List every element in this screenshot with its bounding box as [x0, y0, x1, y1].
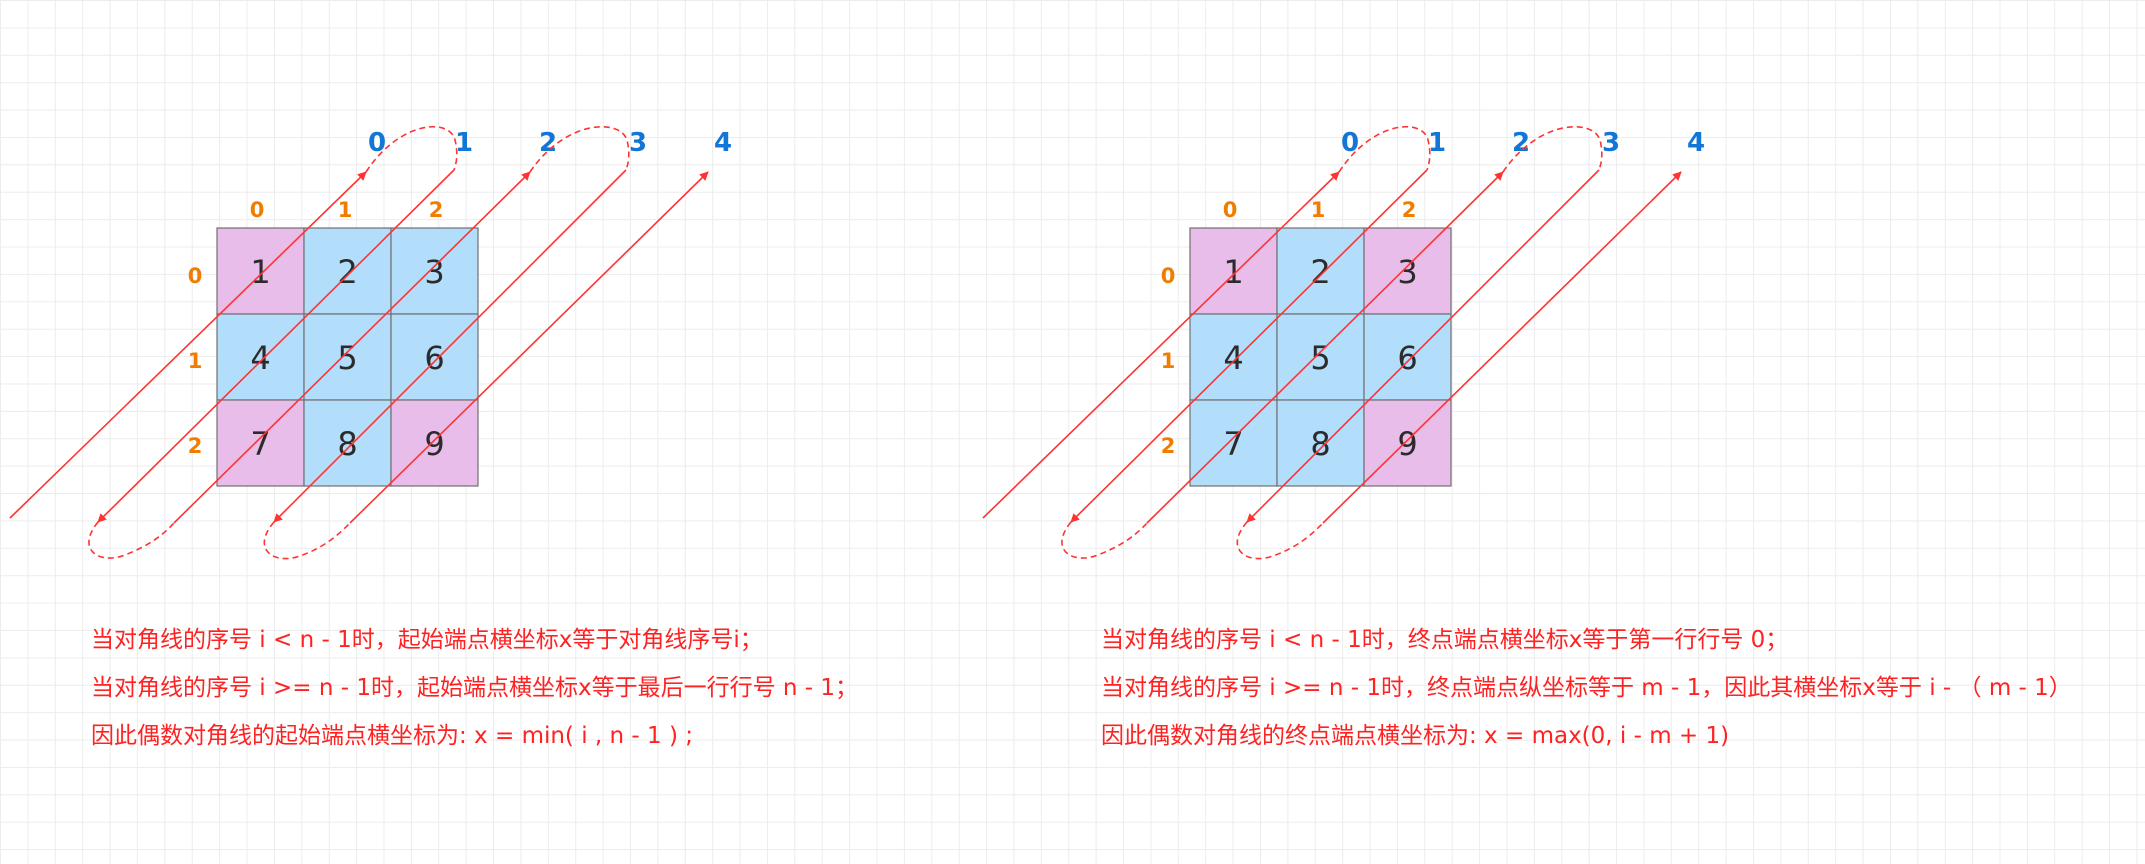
matrix-cell: [1363, 313, 1452, 401]
matrix-cell-value: 4: [1223, 339, 1243, 377]
dashed-connector: [1502, 126, 1603, 173]
matrix-cell-value: 5: [337, 339, 357, 377]
diagonal-arrow: [1070, 169, 1428, 523]
matrix-cell-value: 4: [250, 339, 270, 377]
caption-line: 当对角线的序号 i < n - 1时，终点端点横坐标x等于第一行行号 0；: [1101, 627, 1789, 653]
caption-line: 因此偶数对角线的起始端点横坐标为: x = min( i , n - 1 ) ;: [91, 723, 694, 749]
column-index-label: 1: [1311, 198, 1326, 222]
diagonal-index-labels: 0 1 2 3 4: [1341, 128, 1705, 158]
caption-line: 当对角线的序号 i >= n - 1时，起始端点横坐标x等于最后一行行号 n -…: [91, 675, 859, 701]
column-index-label: 2: [1402, 198, 1417, 222]
diagonal-arrow: [9, 171, 367, 519]
matrix-cell-value: 3: [424, 253, 444, 291]
diagonal-arrow: [273, 169, 627, 523]
traversal-path: [982, 126, 1682, 560]
matrix-cell-value: 1: [250, 253, 270, 291]
diagonal-arrow: [349, 171, 709, 524]
diagonal-arrow: [1146, 171, 1504, 524]
matrix-cell: [1276, 227, 1365, 315]
diagonal-index-label: 3: [629, 128, 647, 158]
matrix-cell: [216, 399, 305, 487]
row-index-label: 2: [188, 434, 203, 458]
dashed-connector: [88, 521, 175, 559]
matrix-cell-value: 6: [424, 339, 444, 377]
matrix-cell: [1276, 313, 1365, 401]
matrix-cell-value: 2: [1310, 253, 1330, 291]
matrix-cell: [303, 313, 392, 401]
caption-line: 当对角线的序号 i < n - 1时，起始端点横坐标x等于对角线序号i；: [91, 627, 763, 653]
dashed-connector: [529, 126, 630, 173]
matrix-cell-value: 7: [250, 425, 270, 463]
dashed-connector: [1338, 126, 1431, 173]
column-index-label: 0: [1223, 198, 1238, 222]
matrix-grid: 1 2 3 4 5 6 7 8 9: [216, 227, 479, 487]
matrix-cell-value: 7: [1223, 425, 1243, 463]
matrix-cell: [1189, 227, 1278, 315]
row-index-labels: 0 1 2: [188, 264, 203, 458]
matrix-cell: [216, 227, 305, 315]
matrix-cell-value: 9: [424, 425, 444, 463]
row-index-label: 1: [1161, 349, 1176, 373]
matrix-grid: 1 2 3 4 5 6 7 8 9: [1189, 227, 1452, 487]
diagonal-index-labels: 0 1 2 3 4: [368, 128, 732, 158]
matrix-cell-value: 2: [337, 253, 357, 291]
matrix-cell-value: 8: [337, 425, 357, 463]
column-index-labels: 0 1 2: [1223, 198, 1417, 222]
matrix-cell: [1276, 399, 1365, 487]
diagonal-index-label: 1: [1428, 128, 1446, 158]
matrix-cell: [390, 399, 479, 487]
column-index-label: 0: [250, 198, 265, 222]
matrix-cell: [1363, 227, 1452, 315]
row-index-label: 1: [188, 349, 203, 373]
diagonal-index-label: 3: [1602, 128, 1620, 158]
matrix-cell: [1189, 313, 1278, 401]
column-index-labels: 0 1 2: [250, 198, 444, 222]
diagonal-index-label: 0: [368, 128, 386, 158]
diagonal-index-label: 4: [714, 128, 732, 158]
caption-line: 因此偶数对角线的终点端点横坐标为: x = max(0, i - m + 1): [1101, 723, 1730, 749]
row-index-label: 0: [1161, 264, 1176, 288]
dashed-connector: [365, 126, 458, 173]
matrix-cell: [1363, 399, 1452, 487]
matrix-cell: [390, 313, 479, 401]
diagonal-arrow: [1246, 169, 1600, 523]
diagonal-arrow: [1322, 171, 1682, 524]
dashed-connector: [1236, 521, 1324, 560]
diagonal-index-label: 1: [455, 128, 473, 158]
matrix-cell: [216, 313, 305, 401]
dashed-connector: [263, 521, 351, 560]
diagonal-index-label: 2: [539, 128, 557, 158]
matrix-cell: [303, 399, 392, 487]
traversal-path: [9, 126, 709, 560]
diagonal-index-label: 0: [1341, 128, 1359, 158]
matrix-cell-value: 9: [1397, 425, 1417, 463]
diagonal-arrow: [173, 171, 531, 524]
matrix-cell-value: 5: [1310, 339, 1330, 377]
row-index-labels: 0 1 2: [1161, 264, 1176, 458]
dashed-connector: [1061, 521, 1148, 559]
matrix-cell-value: 8: [1310, 425, 1330, 463]
matrix-cell-value: 3: [1397, 253, 1417, 291]
row-index-label: 0: [188, 264, 203, 288]
diagonal-arrow: [97, 169, 455, 523]
matrix-cell-value: 6: [1397, 339, 1417, 377]
caption-line: 当对角线的序号 i >= n - 1时，终点端点纵坐标等于 m - 1，因此其横…: [1101, 675, 2072, 701]
diagram-panel-right: 1 2 3 4 5 6 7 8 9 0 1 2 0 1 2 0 1 2 3 4: [982, 126, 1705, 560]
row-index-label: 2: [1161, 434, 1176, 458]
diagram-panel-left: 1 2 3 4 5 6 7 8 9 0 1 2 0 1 2 0 1 2 3 4: [9, 126, 732, 560]
column-index-label: 1: [338, 198, 353, 222]
matrix-cell: [390, 227, 479, 315]
diagonal-index-label: 4: [1687, 128, 1705, 158]
diagonal-arrow: [982, 171, 1340, 519]
column-index-label: 2: [429, 198, 444, 222]
matrix-cell-value: 1: [1223, 253, 1243, 291]
diagonal-index-label: 2: [1512, 128, 1530, 158]
